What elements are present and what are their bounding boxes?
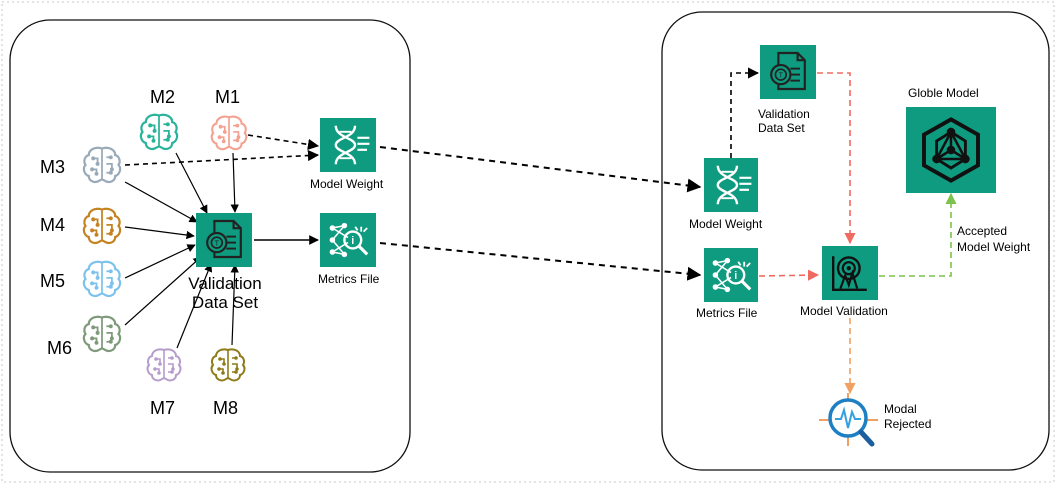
right-validation-line1: Validation [758,107,810,121]
rejected-search-icon [819,393,878,447]
rejected-line1: Modal [884,402,917,416]
left-metrics-tile [320,213,376,267]
model-label-m5: M5 [40,271,66,291]
globle-model-tile [906,107,996,193]
globle-model-label: Globle Model [908,86,979,100]
right-validation-line2: Data Set [758,120,805,135]
left-validation-tile [196,213,252,267]
rejected-label: Modal Rejected [884,402,931,432]
left-validation-label: Validation Data Set [180,275,270,311]
model-label-m1: M1 [215,87,241,107]
right-model-weight-label: Model Weight [689,217,763,231]
right-metrics-tile [704,248,758,302]
left-connectors [124,134,320,349]
left-metrics-label: Metrics File [318,272,380,286]
left-validation-line1: Validation [188,274,262,293]
right-connectors [730,67,957,395]
right-metrics-label: Metrics File [696,306,758,320]
left-model-weight-label: Model Weight [310,177,384,191]
accepted-line1: Accepted [957,224,1008,238]
model-label-m7: M7 [150,398,176,418]
model-validation-label: Model Validation [800,304,888,318]
model-label-m2: M2 [150,87,176,107]
accepted-label: Accepted Model Weight [957,224,1030,255]
right-validation-tile [760,45,816,99]
left-model-weight-tile [320,118,376,172]
model-label-m4: M4 [40,215,66,235]
model-label-m3: M3 [40,157,66,177]
model-label-m6: M6 [47,338,73,358]
right-validation-label: Validation Data Set [758,107,810,136]
model-validation-tile [822,246,878,300]
right-model-weight-tile [704,158,758,212]
model-label-m8: M8 [213,398,239,418]
cross-connectors [379,146,702,281]
left-validation-line2: Data Set [191,293,259,312]
rejected-line2: Rejected [884,417,932,431]
accepted-line2: Model Weight [957,239,1031,254]
